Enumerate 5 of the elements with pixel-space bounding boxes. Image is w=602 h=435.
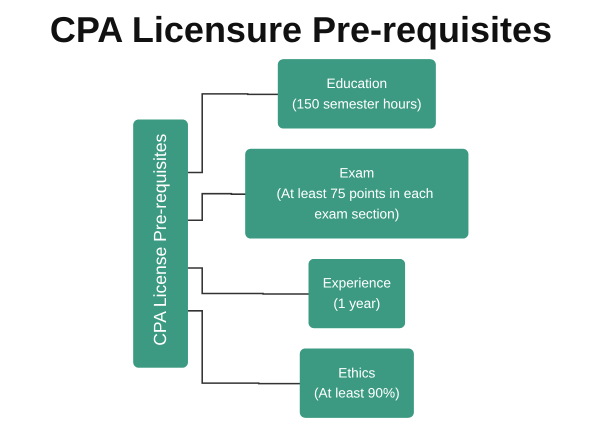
connector (188, 310, 302, 384)
connector (188, 192, 246, 221)
connector (188, 93, 280, 174)
diagram-title: CPA Licensure Pre-requisites (48, 8, 554, 52)
connector (188, 267, 310, 295)
